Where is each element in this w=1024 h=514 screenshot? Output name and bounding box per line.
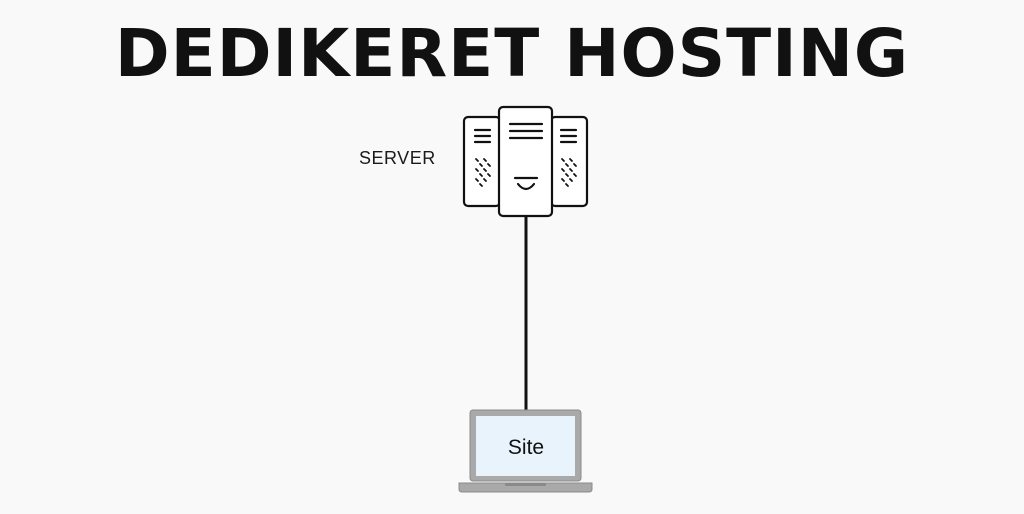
laptop-screen: [476, 416, 575, 476]
server-label: SERVER: [359, 148, 436, 168]
site-label: Site: [507, 436, 545, 459]
page-title: DEDIKERET HOSTING: [114, 15, 910, 92]
server-rack-icon: [462, 105, 589, 218]
laptop-base: [458, 482, 593, 493]
laptop-icon: [458, 409, 593, 493]
